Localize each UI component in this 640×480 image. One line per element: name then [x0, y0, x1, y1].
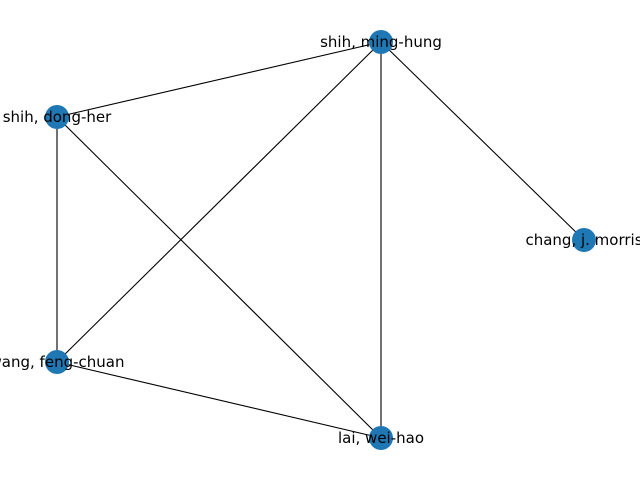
node-lai_wei_hao — [369, 426, 393, 450]
node-label-wang_feng_chuan: wang, feng-chuan — [0, 353, 124, 371]
node-wang_feng_chuan — [45, 350, 69, 374]
edge-wang_feng_chuan-lai_wei_hao — [56, 361, 382, 439]
node-label-shih_ming_hung: shih, ming-hung — [320, 33, 442, 51]
edge-shih_ming_hung-chang_j_morris — [380, 41, 585, 241]
edge-shih_ming_hung-shih_dong_her — [56, 41, 382, 118]
node-layer — [45, 30, 596, 450]
node-shih_dong_her — [45, 105, 69, 129]
edge-shih_ming_hung-wang_feng_chuan — [56, 41, 382, 363]
edge-shih_dong_her-lai_wei_hao — [56, 116, 382, 439]
node-label-lai_wei_hao: lai, wei-hao — [338, 429, 424, 447]
node-label-shih_dong_her: shih, dong-her — [3, 108, 112, 126]
edge-layer — [56, 41, 585, 439]
node-chang_j_morris — [572, 228, 596, 252]
label-layer: shih, ming-hung shih, dong-her chang, j. m… — [0, 33, 640, 447]
node-shih_ming_hung — [369, 30, 393, 54]
node-label-chang_j_morris: chang, j. morris — [525, 231, 640, 249]
